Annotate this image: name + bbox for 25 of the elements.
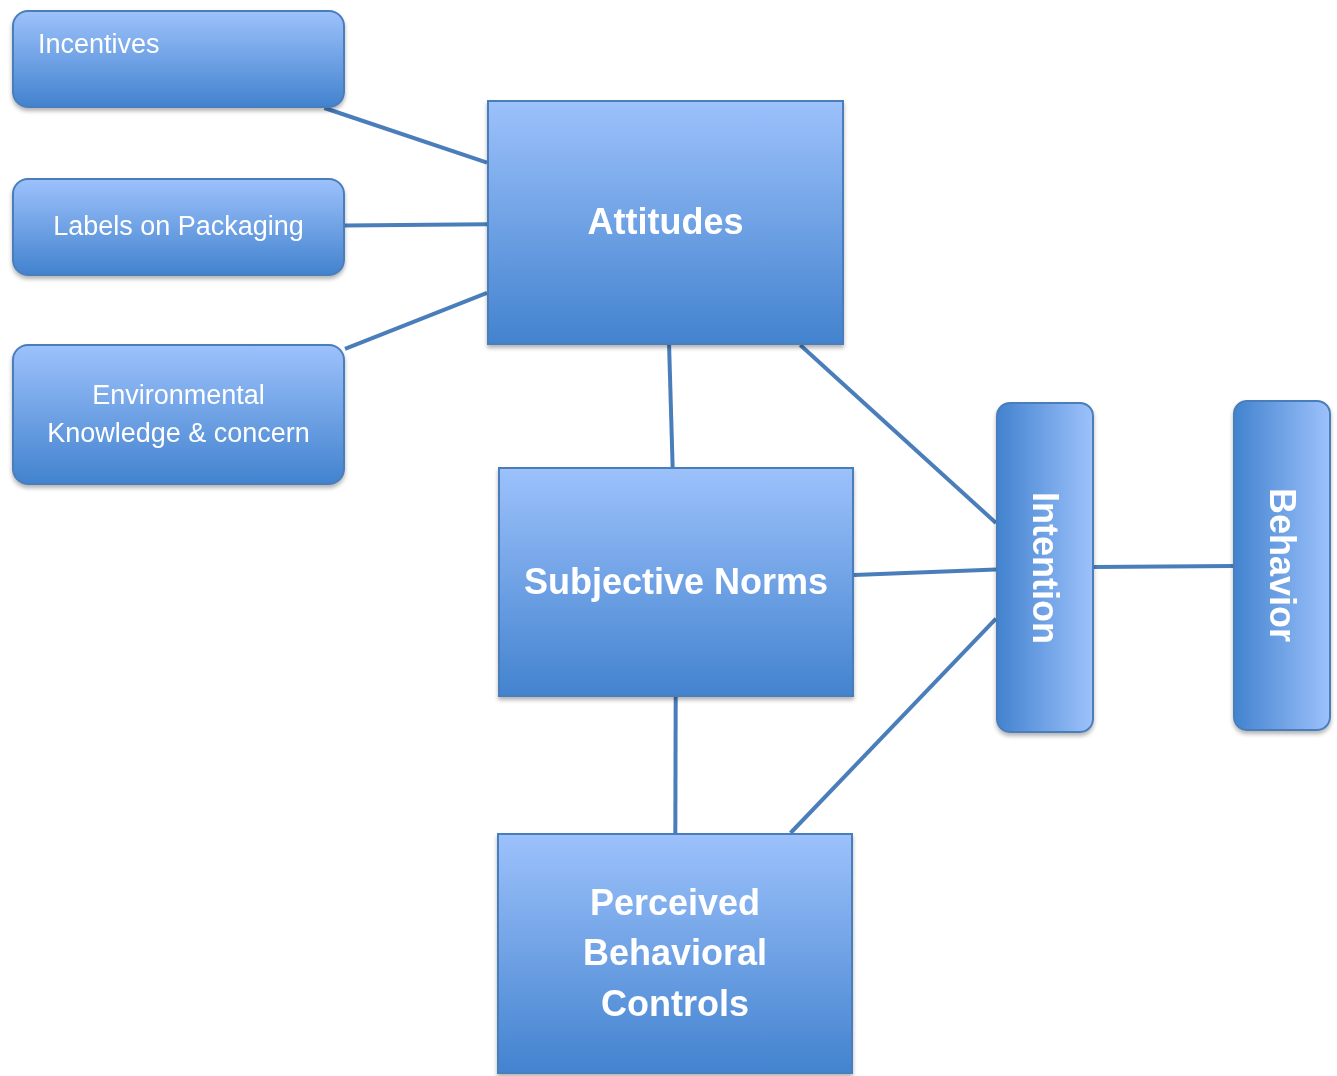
connector-line: [673, 697, 678, 833]
concept-box: [487, 100, 844, 345]
vertical-box: [996, 402, 1094, 733]
concept-box: [497, 833, 853, 1074]
box-label: Attitudes: [586, 200, 745, 245]
rounded-box: [12, 10, 345, 108]
box-label: Subjective Norms: [522, 559, 830, 604]
rounded-box: [12, 178, 345, 276]
box-label: Environmental Knowledge & concern: [46, 378, 311, 450]
connector-line: [323, 106, 488, 165]
connector-line: [853, 567, 997, 577]
connector-line: [667, 344, 675, 468]
box-label: Incentives: [37, 28, 161, 61]
connector-line: [1093, 563, 1234, 570]
connector-line: [344, 222, 488, 228]
connector-line: [798, 343, 998, 525]
connector-line: [789, 617, 998, 835]
concept-box: [498, 467, 854, 697]
box-label: Perceived Behavioral Controls: [581, 880, 769, 1026]
box-label: Labels on Packaging: [52, 210, 305, 244]
box-label: Behavior: [1261, 488, 1305, 643]
rounded-box: [12, 344, 345, 485]
box-label: Intention: [1024, 491, 1068, 644]
vertical-box: [1233, 400, 1331, 731]
connector-line: [344, 291, 488, 351]
